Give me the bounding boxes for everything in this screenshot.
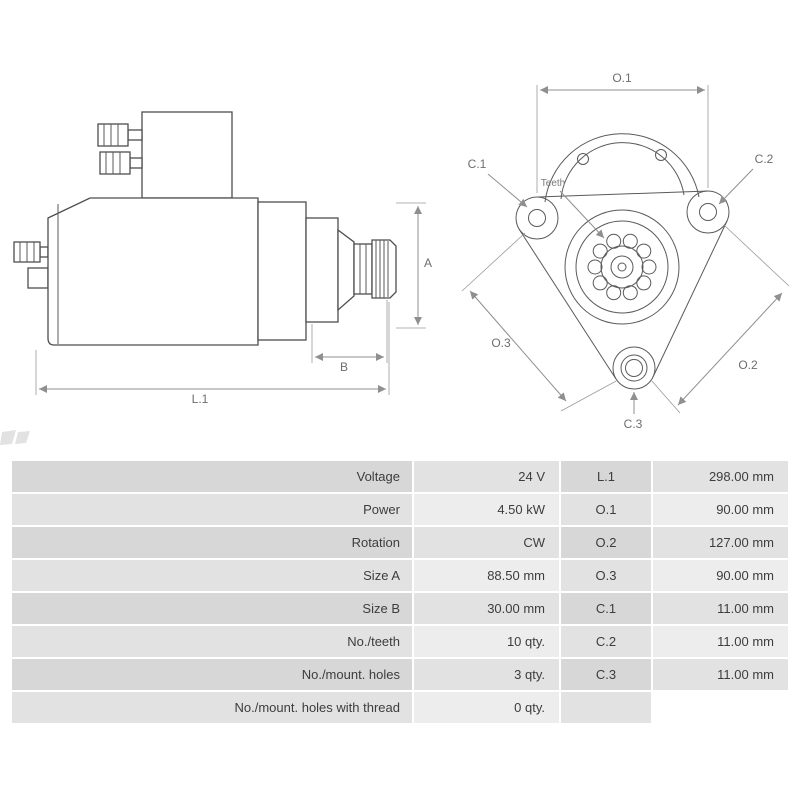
mount-hole-c3	[625, 359, 643, 377]
row-value: 10 qty.	[414, 626, 559, 657]
teeth-callout: Teeth	[541, 178, 605, 239]
table-row-teeth: No./teeth 10 qty. C.2 11.00 mm	[12, 626, 788, 657]
dimension-o3: O.3	[461, 232, 619, 412]
side-view: A B L.1	[13, 111, 432, 406]
dimension-c2: C.2	[718, 152, 774, 205]
dimension-o2: O.2	[650, 224, 790, 414]
dim-label: L.1	[561, 461, 651, 492]
technical-drawing: A B L.1	[0, 71, 790, 445]
dim-b-label: B	[340, 360, 348, 374]
dim-c3-label: C.3	[624, 417, 643, 431]
gear-ring	[600, 245, 644, 289]
drawing-canvas: A B L.1	[0, 71, 790, 445]
table-row-mount-holes-thread: No./mount. holes with thread 0 qty.	[12, 692, 788, 723]
dim-label: C.3	[561, 659, 651, 690]
shaft	[353, 243, 373, 295]
dimension-l1: L.1	[35, 302, 390, 406]
dim-value: 127.00 mm	[653, 527, 788, 558]
dim-value: 11.00 mm	[653, 593, 788, 624]
row-label: No./mount. holes	[12, 659, 412, 690]
table-row-size-a: Size A 88.50 mm O.3 90.00 mm	[12, 560, 788, 591]
motor-body	[47, 197, 259, 346]
row-label: Power	[12, 494, 412, 525]
dim-label: O.1	[561, 494, 651, 525]
dim-value	[653, 692, 788, 723]
dimension-c1: C.1	[468, 157, 528, 208]
dim-label: C.2	[561, 626, 651, 657]
row-value: 4.50 kW	[414, 494, 559, 525]
table-row-power: Power 4.50 kW O.1 90.00 mm	[12, 494, 788, 525]
row-label: Voltage	[12, 461, 412, 492]
table-row-size-b: Size B 30.00 mm C.1 11.00 mm	[12, 593, 788, 624]
table-row-voltage: Voltage 24 V L.1 298.00 mm	[12, 461, 788, 492]
mount-hole-c1	[528, 209, 546, 227]
dimension-a: A	[396, 202, 432, 329]
row-value: 24 V	[414, 461, 559, 492]
dim-value: 11.00 mm	[653, 626, 788, 657]
dim-o1-label: O.1	[612, 71, 632, 85]
teeth-label: Teeth	[541, 178, 565, 189]
mount-hole-c2	[699, 203, 717, 221]
dim-a-label: A	[424, 256, 432, 270]
row-value: 0 qty.	[414, 692, 559, 723]
dimension-o1: O.1	[536, 71, 709, 193]
dim-value: 90.00 mm	[653, 494, 788, 525]
spec-table: Voltage 24 V L.1 298.00 mm Power 4.50 kW…	[10, 459, 790, 725]
row-label: Rotation	[12, 527, 412, 558]
dim-o3-label: O.3	[491, 336, 511, 350]
dimension-b: B	[311, 300, 388, 374]
watermark-fragment	[0, 430, 30, 445]
center-boss	[564, 209, 680, 325]
dim-label	[561, 692, 651, 723]
field-terminal	[13, 241, 49, 289]
row-label: Size A	[12, 560, 412, 591]
dim-c1-label: C.1	[468, 157, 487, 171]
front-view: O.1 C.1 C.2 Teeth	[461, 71, 790, 431]
row-label: No./teeth	[12, 626, 412, 657]
arch-hole-left	[577, 153, 589, 165]
row-label: No./mount. holes with thread	[12, 692, 412, 723]
dim-value: 11.00 mm	[653, 659, 788, 690]
arch-hole-right	[655, 149, 667, 161]
dim-c2-label: C.2	[755, 152, 774, 166]
row-value: 3 qty.	[414, 659, 559, 690]
dim-value: 298.00 mm	[653, 461, 788, 492]
row-value: 88.50 mm	[414, 560, 559, 591]
table-row-mount-holes: No./mount. holes 3 qty. C.3 11.00 mm	[12, 659, 788, 690]
dim-value: 90.00 mm	[653, 560, 788, 591]
row-value: 30.00 mm	[414, 593, 559, 624]
dim-o2-label: O.2	[738, 358, 758, 372]
shaft-hole	[610, 255, 634, 279]
dim-label: O.3	[561, 560, 651, 591]
solenoid	[141, 111, 233, 199]
dim-l1-label: L.1	[192, 392, 209, 406]
dimension-c3: C.3	[624, 392, 643, 431]
drive-housing	[257, 201, 307, 341]
row-label: Size B	[12, 593, 412, 624]
dim-label: O.2	[561, 527, 651, 558]
mounting-ears	[515, 190, 730, 390]
row-value: CW	[414, 527, 559, 558]
terminal-bolts	[97, 123, 143, 175]
table-row-rotation: Rotation CW O.2 127.00 mm	[12, 527, 788, 558]
dim-label: C.1	[561, 593, 651, 624]
